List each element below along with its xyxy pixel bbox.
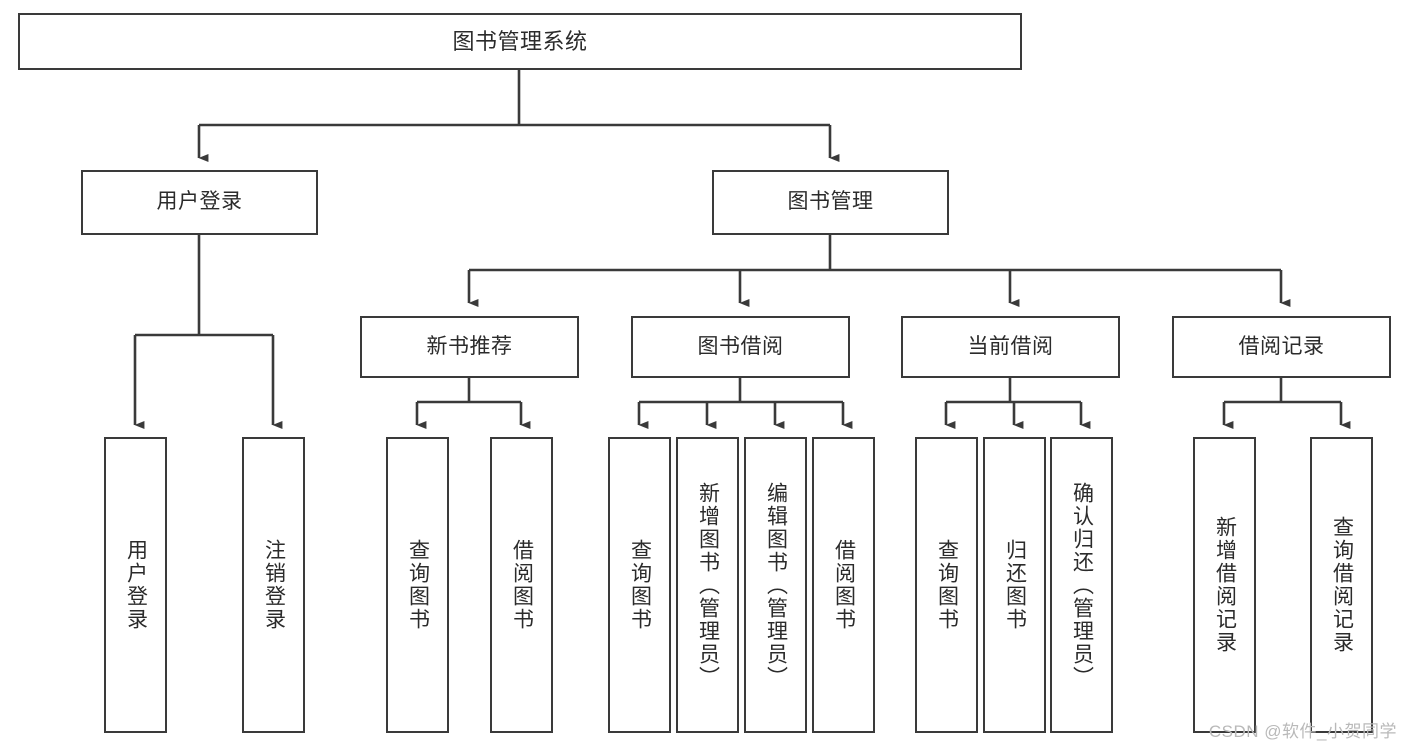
node-label: 编辑图书（管理员） bbox=[764, 481, 788, 689]
leaf-user-logout[interactable]: 注销登录 bbox=[242, 437, 305, 733]
node-label: 新增借阅记录 bbox=[1213, 516, 1237, 654]
node-label: 查询借阅记录 bbox=[1330, 516, 1354, 654]
node-label: 借阅图书 bbox=[510, 539, 534, 631]
leaf-query-book-borrow[interactable]: 查询图书 bbox=[608, 437, 671, 733]
leaf-borrow-book-recommend[interactable]: 借阅图书 bbox=[490, 437, 553, 733]
node-label: 用户登录 bbox=[124, 539, 148, 631]
leaf-query-borrow-record[interactable]: 查询借阅记录 bbox=[1310, 437, 1373, 733]
leaf-edit-book[interactable]: 编辑图书（管理员） bbox=[744, 437, 807, 733]
node-label: 归还图书 bbox=[1003, 539, 1027, 631]
node-label: 借阅记录 bbox=[1238, 334, 1325, 358]
leaf-add-borrow-record[interactable]: 新增借阅记录 bbox=[1193, 437, 1256, 733]
node-borrow-record[interactable]: 借阅记录 bbox=[1172, 316, 1391, 378]
node-label: 查询图书 bbox=[935, 539, 959, 631]
node-book-borrow[interactable]: 图书借阅 bbox=[631, 316, 850, 378]
node-label: 新增图书（管理员） bbox=[696, 481, 720, 689]
node-new-book-recommend[interactable]: 新书推荐 bbox=[360, 316, 579, 378]
node-label: 借阅图书 bbox=[832, 539, 856, 631]
node-label: 图书借阅 bbox=[697, 334, 784, 358]
node-label: 图书管理系统 bbox=[452, 28, 588, 54]
leaf-add-book[interactable]: 新增图书（管理员） bbox=[676, 437, 739, 733]
leaf-query-book-recommend[interactable]: 查询图书 bbox=[386, 437, 449, 733]
node-label: 注销登录 bbox=[262, 539, 286, 631]
node-label: 查询图书 bbox=[406, 539, 430, 631]
leaf-query-book-current[interactable]: 查询图书 bbox=[915, 437, 978, 733]
node-user-login[interactable]: 用户登录 bbox=[81, 170, 318, 235]
node-label: 查询图书 bbox=[628, 539, 652, 631]
leaf-confirm-return[interactable]: 确认归还（管理员） bbox=[1050, 437, 1113, 733]
node-book-manage[interactable]: 图书管理 bbox=[712, 170, 949, 235]
node-label: 确认归还（管理员） bbox=[1070, 481, 1094, 689]
node-label: 用户登录 bbox=[156, 190, 243, 214]
leaf-user-login[interactable]: 用户登录 bbox=[104, 437, 167, 733]
node-label: 新书推荐 bbox=[426, 334, 513, 358]
node-label: 图书管理 bbox=[787, 190, 874, 214]
leaf-borrow-book[interactable]: 借阅图书 bbox=[812, 437, 875, 733]
leaf-return-book[interactable]: 归还图书 bbox=[983, 437, 1046, 733]
node-current-borrow[interactable]: 当前借阅 bbox=[901, 316, 1120, 378]
node-label: 当前借阅 bbox=[967, 334, 1054, 358]
csdn-watermark: CSDN @软件_小贺同学 bbox=[1208, 722, 1397, 741]
node-root-system[interactable]: 图书管理系统 bbox=[18, 13, 1022, 70]
